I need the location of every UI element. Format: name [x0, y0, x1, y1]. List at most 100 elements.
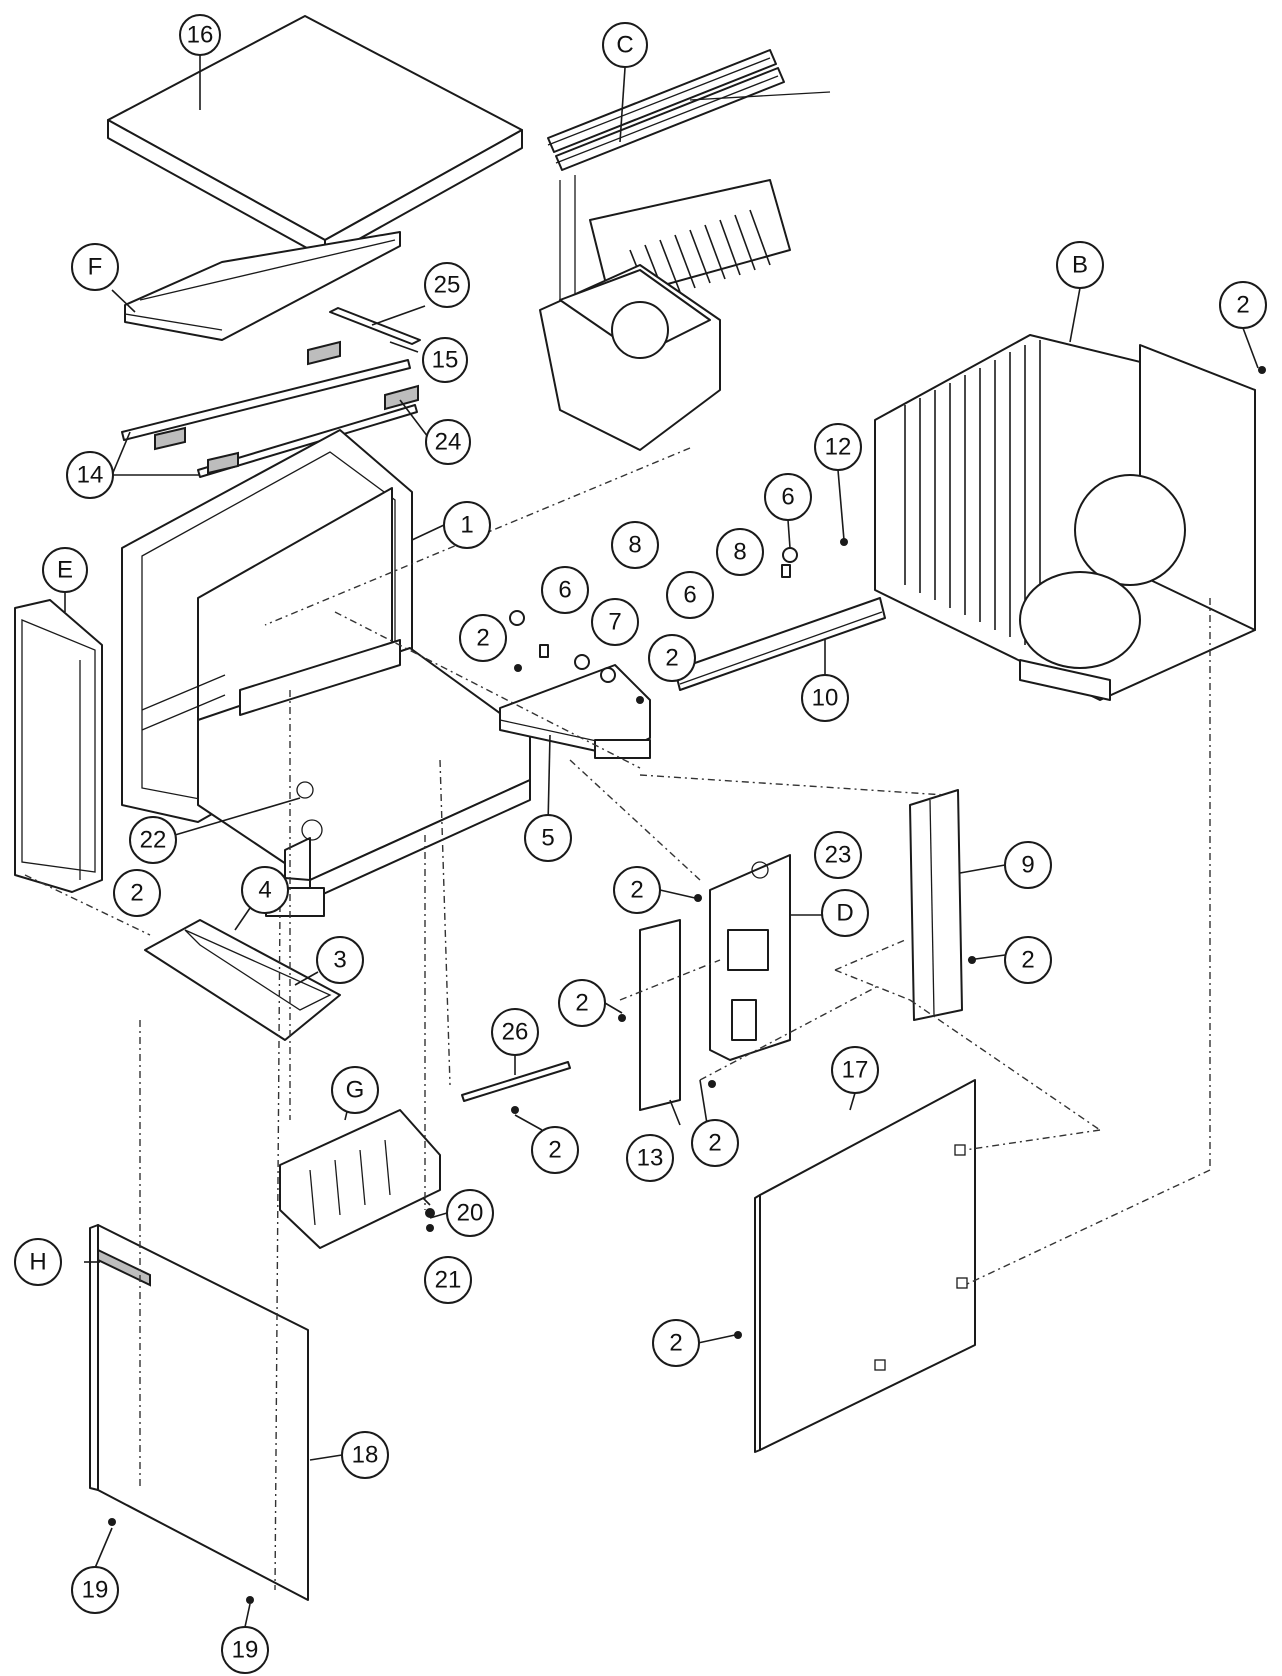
small-hardware [509, 538, 848, 683]
leader-lines [64, 55, 1259, 1628]
callout-15: 15 [422, 337, 468, 383]
callout-f: F [71, 243, 119, 291]
callout-c: C [602, 22, 648, 68]
callout-2-e-label: 2 [130, 880, 143, 907]
callout-24: 24 [425, 419, 471, 465]
parts-14-15-24-25-strips [121, 307, 421, 478]
callout-10: 10 [801, 674, 849, 722]
callout-2-h: 2 [531, 1126, 579, 1174]
callout-19-a: 19 [71, 1566, 119, 1614]
part-26-rod [461, 1061, 571, 1102]
callout-2-i-label: 2 [708, 1130, 721, 1157]
part-16-top-panel [107, 15, 523, 259]
callout-2-e: 2 [113, 869, 161, 917]
callout-6-a: 6 [541, 566, 589, 614]
callout-14: 14 [66, 451, 114, 499]
callout-8-b: 8 [716, 528, 764, 576]
callout-h-label: H [29, 1249, 46, 1276]
callout-22-label: 22 [140, 827, 167, 854]
callout-c-label: C [616, 32, 633, 59]
callout-g-label: G [346, 1077, 365, 1104]
callout-20: 20 [446, 1189, 494, 1237]
callout-2-g: 2 [558, 979, 606, 1027]
part-b-refrigeration-unit [874, 334, 1256, 701]
callout-6-c: 6 [666, 571, 714, 619]
callout-4-label: 4 [258, 877, 271, 904]
callout-h: H [14, 1238, 62, 1286]
callout-b: B [1056, 241, 1104, 289]
callout-7-label: 7 [608, 609, 621, 636]
assembly-lines [24, 447, 1211, 1591]
callout-22: 22 [129, 816, 177, 864]
callout-2-h-label: 2 [548, 1137, 561, 1164]
part-f-top-tray [124, 231, 401, 341]
callout-10-label: 10 [812, 685, 839, 712]
callout-d: D [821, 889, 869, 937]
part-5-bracket [499, 664, 651, 759]
callout-12: 12 [814, 423, 862, 471]
callout-3-label: 3 [333, 947, 346, 974]
callout-2-i: 2 [691, 1119, 739, 1167]
callout-2-b-label: 2 [476, 625, 489, 652]
callout-24-label: 24 [435, 429, 462, 456]
callout-3: 3 [316, 936, 364, 984]
callout-18-label: 18 [352, 1442, 379, 1469]
part-10-rail [674, 597, 886, 691]
screw-dots [108, 366, 1266, 1604]
callout-15-label: 15 [432, 347, 459, 374]
callout-6-a-label: 6 [558, 577, 571, 604]
callout-d-label: D [836, 900, 853, 927]
part-17-door-right [754, 1079, 976, 1453]
callout-f-label: F [88, 254, 103, 281]
callout-8-a-label: 8 [628, 532, 641, 559]
callout-g: G [331, 1066, 379, 1114]
callout-8-a: 8 [611, 521, 659, 569]
callout-6-c-label: 6 [683, 582, 696, 609]
callout-9: 9 [1004, 841, 1052, 889]
part-g-bin [279, 1109, 441, 1249]
callout-19-b: 19 [221, 1626, 269, 1674]
callout-7: 7 [591, 598, 639, 646]
callout-16-label: 16 [187, 22, 214, 49]
callout-e: E [42, 547, 88, 593]
callout-2-d: 2 [613, 866, 661, 914]
part-1-cabinet [121, 429, 531, 917]
callout-2-b: 2 [459, 614, 507, 662]
callout-2-g-label: 2 [575, 990, 588, 1017]
callout-14-label: 14 [77, 462, 104, 489]
callout-23: 23 [814, 831, 862, 879]
callout-b-label: B [1072, 252, 1088, 279]
callout-12-label: 12 [825, 434, 852, 461]
callout-23-label: 23 [825, 842, 852, 869]
callout-e-label: E [57, 557, 73, 584]
callout-2-j-label: 2 [669, 1330, 682, 1357]
callout-26: 26 [491, 1008, 539, 1056]
callout-20-label: 20 [457, 1200, 484, 1227]
callout-26-label: 26 [502, 1019, 529, 1046]
callout-6-b-label: 6 [781, 484, 794, 511]
part-13-cover [639, 919, 681, 1111]
callout-2-c-label: 2 [665, 645, 678, 672]
callout-1-label: 1 [460, 512, 473, 539]
callout-18: 18 [341, 1431, 389, 1479]
part-e-side-panel [14, 599, 103, 893]
callout-2-f: 2 [1004, 936, 1052, 984]
callout-2-j: 2 [652, 1319, 700, 1367]
callout-4: 4 [241, 866, 289, 914]
callout-25: 25 [424, 262, 470, 308]
part-18-door-front [89, 1224, 309, 1601]
callout-1: 1 [443, 501, 491, 549]
callout-17: 17 [831, 1046, 879, 1094]
callout-16: 16 [179, 14, 221, 56]
callout-5-label: 5 [541, 825, 554, 852]
callout-9-label: 9 [1021, 852, 1034, 879]
callout-6-b: 6 [764, 473, 812, 521]
callout-8-b-label: 8 [733, 539, 746, 566]
part-d-control-box [709, 854, 791, 1061]
callout-19-a-label: 19 [82, 1577, 109, 1604]
part-3-4-base-plate [144, 919, 341, 1041]
callout-13: 13 [626, 1134, 674, 1182]
callout-19-b-label: 19 [232, 1637, 259, 1664]
callout-2-a: 2 [1219, 281, 1267, 329]
